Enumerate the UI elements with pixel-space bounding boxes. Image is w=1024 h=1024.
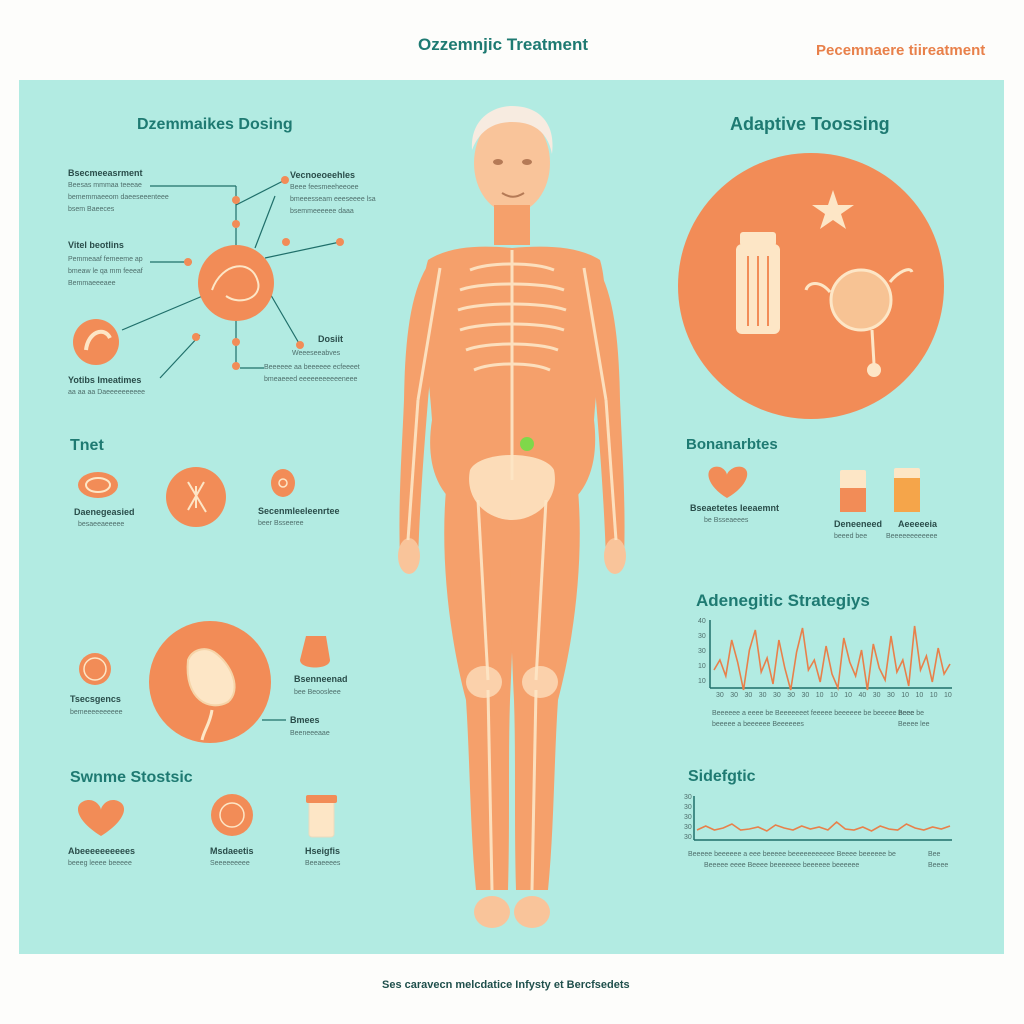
- adaptive-dosing-illustration: [678, 153, 944, 419]
- strategy-x-tick-14: 10: [915, 692, 924, 699]
- strategy-x-tick-8: 10: [830, 692, 838, 699]
- stats-item-3-sub: Beeaeeees: [305, 860, 341, 867]
- page-title: Ozzemnjic Treatment: [418, 35, 589, 54]
- strategy-x-tick-7: 10: [815, 692, 824, 699]
- strategy-x-tick-2: 30: [744, 692, 753, 699]
- middle-item-2: Bsenneenad: [294, 674, 348, 684]
- strategy-x-tick-1: 30: [730, 692, 739, 699]
- middle-item-1-sub: bemeeeeeeeeee: [70, 709, 123, 716]
- header-right-label: Pecemnaere tiireatment: [816, 42, 986, 59]
- treat-item-1: Daenegeasied: [74, 507, 135, 517]
- strategy-y-tick-2: 30: [698, 648, 706, 655]
- dosing-sub-1c: bsem Baeeces: [68, 206, 115, 213]
- bonanar-item-3: Aeeeeeia: [898, 519, 938, 529]
- treat-item-2: Secenmleeleenrtee: [258, 506, 340, 516]
- side-y-tick-3: 30: [684, 824, 692, 831]
- dosing-sub-2a: Pemmeaaf femeeme ap: [68, 256, 143, 263]
- stats-item-1-sub: beeeg leeee beeeee: [68, 860, 132, 867]
- dosing-sub-2b: bmeaw le qa mm feeeaf: [68, 268, 143, 275]
- side-caption-1: Beeeee beeeeee a eee beeeee beeeeeeeeeee…: [688, 851, 896, 858]
- bonanar-item-2-sub: beeed bee: [834, 533, 868, 540]
- strategy-caption-r2: Beeee lee: [898, 721, 930, 728]
- bonanar-item-1-sub: be Bsseaeees: [704, 517, 749, 524]
- dosing-sub-6b: bmeaeeed eeeeeeeeeeeneee: [264, 376, 358, 383]
- bonanar-item-1: Bseaetetes Ieeaemnt: [690, 503, 780, 513]
- dosing-sub-4c: bsemmeeeeee daaa: [290, 208, 354, 215]
- strategy-x-tick-0: 30: [716, 692, 724, 699]
- side-y-tick-0: 30: [684, 794, 692, 801]
- strategy-y-tick-4: 10: [698, 678, 706, 685]
- treat-title: Tnet: [70, 437, 104, 454]
- middle-item-2-sub: bee Beoosleee: [294, 689, 341, 696]
- bonanar-title: Bonanarbtes: [686, 436, 778, 453]
- strategy-x-tick-3: 30: [758, 692, 767, 699]
- strategy-chart: [709, 620, 952, 692]
- strategy-x-tick-9: 10: [844, 692, 853, 699]
- treat-item-2-sub: beer Bsseeree: [258, 520, 304, 527]
- strategy-caption-1: Beeeeee a eeee be Beeeeeeet feeeee beeee…: [712, 710, 915, 717]
- bonanar-item-2: Deneeneed: [834, 519, 883, 529]
- human-body-figure: [398, 106, 626, 928]
- strategy-y-tick-3: 10: [698, 663, 706, 670]
- dosing-title: Dzemmaikes Dosing: [137, 116, 293, 133]
- strategy-x-tick-16: 10: [944, 692, 952, 699]
- side-caption-r1: Bee: [928, 851, 941, 858]
- strategy-x-tick-4: 30: [773, 692, 781, 699]
- dosing-label-4: Vecnoeoeehles: [290, 170, 356, 180]
- middle-item-3: Bmees: [290, 715, 320, 725]
- strategy-caption-r1: Beee be: [898, 710, 925, 717]
- dosing-sub-5a: Weeeseeabves: [292, 350, 341, 357]
- stats-item-1: Abeeeeeeeeees: [68, 846, 136, 856]
- middle-item-1: Tsecsgencs: [70, 694, 121, 704]
- side-caption-r2: Beeee: [928, 862, 949, 869]
- strategy-caption-2: beeeee a beeeeee Beeeeees: [712, 721, 804, 728]
- stomach-node: [198, 245, 274, 321]
- dosing-label-5: Dosiit: [318, 334, 344, 344]
- dosing-sub-4b: bmeeesseam eeeseeee lsa: [290, 196, 376, 203]
- side-y-tick-2: 30: [684, 814, 692, 821]
- dosing-sub-3a: aa aa aa Daeeeeeeeeee: [68, 389, 146, 396]
- strategy-x-tick-6: 30: [801, 692, 810, 699]
- footer-caption: Ses caravecn melcdatice Infysty et Bercf…: [382, 979, 630, 991]
- side-title: Sidefgtic: [688, 768, 756, 785]
- strategy-x-tick-13: 10: [901, 692, 910, 699]
- strategy-x-tick-12: 30: [887, 692, 895, 699]
- dosing-sub-4a: Beee feesmeeheeoee: [290, 184, 359, 191]
- treat-item-1-sub: besaeeaeeeee: [78, 521, 125, 528]
- strategy-x-tick-15: 10: [929, 692, 938, 699]
- dosing-sub-2c: Bemmaeeeaee: [68, 280, 116, 287]
- stats-item-3: Hseigfis: [305, 846, 341, 856]
- dosing-label-3: Yotibs Imeatimes: [68, 375, 142, 385]
- dosing-sub-1b: bememmaeeom daeeseeenteee: [68, 194, 169, 201]
- strategy-y-tick-0: 40: [698, 618, 706, 625]
- side-y-tick-1: 30: [684, 804, 692, 811]
- strategy-title: Adenegitic Strategiys: [696, 591, 870, 610]
- adaptive-title: Adaptive Toossing: [730, 114, 890, 134]
- stats-title: Swnme Stostsic: [70, 769, 193, 786]
- strategy-y-tick-1: 30: [698, 633, 706, 640]
- side-y-tick-4: 30: [684, 834, 692, 841]
- side-chart: [693, 796, 952, 841]
- dosing-label-2: Vitel beotlins: [68, 240, 124, 250]
- dosing-sub-6a: Beeeeee aa beeeeee ecfeeeet: [264, 364, 360, 371]
- strategy-x-tick-10: 40: [858, 692, 867, 699]
- dosing-label-1: Bsecmeeasrment: [68, 168, 143, 178]
- stats-item-2: Msdaeetis: [210, 846, 254, 856]
- strategy-x-tick-5: 30: [787, 692, 796, 699]
- strategy-x-tick-11: 30: [872, 692, 881, 699]
- dosing-nodes: [184, 176, 344, 370]
- side-caption-2: Beeeee eeee Beeee beeeeeee beeeeee beeee…: [704, 862, 860, 869]
- stats-item-2-sub: Seeeeeeeee: [210, 860, 250, 867]
- middle-item-3-sub: Beeneeeaae: [290, 730, 330, 737]
- bonanar-item-3-sub: Beeeeeeeeeeee: [886, 533, 938, 540]
- dosing-sub-1a: Beesas mmmaa teeeae: [68, 182, 142, 189]
